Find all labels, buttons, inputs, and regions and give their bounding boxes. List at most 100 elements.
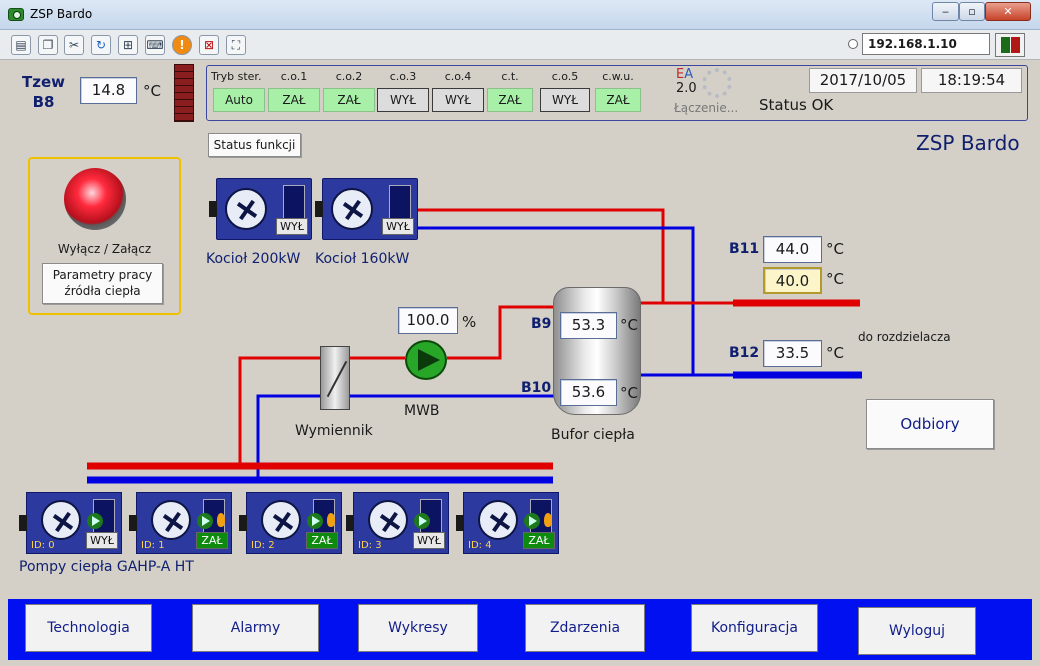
boiler-plug-icon [209, 201, 217, 217]
mwb-to-buffer [447, 305, 556, 360]
mode-value[interactable]: ZAŁ [595, 88, 641, 112]
power-toggle-button[interactable] [64, 168, 126, 230]
b11-label: B11 [729, 241, 760, 257]
date-display: 2017/10/05 [809, 68, 917, 93]
b12-unit: °C [826, 344, 844, 362]
status-text: Status OK [759, 96, 834, 114]
boiler-display [389, 185, 411, 219]
close-button[interactable]: ✕ [985, 2, 1031, 21]
pump-plug-icon [239, 515, 247, 531]
fan-icon [331, 188, 373, 230]
fullscreen-icon[interactable]: ⛶ [226, 35, 246, 55]
mode-value[interactable]: Auto [213, 88, 265, 112]
mode-label: c.t. [501, 70, 519, 83]
network-icon[interactable]: ⊠ [199, 35, 219, 55]
tools-icon[interactable]: ✂ [64, 35, 84, 55]
flame-icon [217, 513, 225, 527]
ip-address-field[interactable]: 192.168.1.10 [862, 33, 990, 55]
mode-label: c.o.2 [335, 70, 363, 83]
mode-label: c.o.4 [444, 70, 472, 83]
heat-pump-unit[interactable]: ID: 3 WYŁ [346, 492, 449, 554]
mode-value[interactable]: ZAŁ [487, 88, 533, 112]
mode-value[interactable]: WYŁ [377, 88, 429, 112]
connection-flag-icon[interactable] [995, 33, 1025, 57]
outdoor-temp-title: Tzew [22, 73, 65, 91]
ea-logo: EA 2.0 [676, 68, 697, 96]
flame-icon [327, 513, 335, 527]
circulation-pump-icon[interactable] [405, 340, 447, 380]
chart-icon[interactable]: ▤ [11, 35, 31, 55]
fan-icon [261, 500, 301, 540]
boiler-200kw[interactable]: WYŁ [209, 178, 312, 240]
pump-state: ZAŁ [306, 532, 338, 549]
pump-plug-icon [456, 515, 464, 531]
nav-button-wyloguj[interactable]: Wyloguj [858, 607, 976, 655]
mode-label: c.o.5 [551, 70, 579, 83]
fan-icon [478, 500, 518, 540]
b9-value: 53.3 [560, 312, 617, 339]
mwb-label: MWB [404, 403, 440, 419]
buffer-label: Bufor ciepła [551, 427, 635, 443]
mode-value[interactable]: ZAŁ [268, 88, 320, 112]
heat-pump-unit[interactable]: ID: 0 WYŁ [19, 492, 122, 554]
mwb-cold-pipe [256, 394, 320, 478]
receivers-button[interactable]: Odbiory [866, 399, 994, 449]
outdoor-sensor-id: B8 [32, 93, 55, 111]
ip-radio[interactable] [848, 39, 858, 49]
maximize-button[interactable]: ▫ [959, 2, 985, 21]
b11-value: 44.0 [763, 236, 822, 263]
outdoor-temp-value: 14.8 [80, 77, 137, 104]
b10-unit: °C [620, 384, 638, 402]
b12-label: B12 [729, 345, 760, 361]
fan-icon [225, 188, 267, 230]
mode-label: c.o.3 [389, 70, 417, 83]
b9-unit: °C [620, 316, 638, 334]
pump-state: WYŁ [413, 532, 445, 549]
distributor-label: do rozdzielacza [858, 330, 951, 344]
windows-logo-icon[interactable]: ⊞ [118, 35, 138, 55]
status-function-button[interactable]: Status funkcji [208, 133, 301, 157]
nav-button-wykresy[interactable]: Wykresy [358, 604, 478, 652]
flame-icon [544, 513, 552, 527]
pump-id: ID: 1 [141, 540, 165, 551]
b11-setpoint[interactable]: 40.0 [763, 267, 822, 294]
nav-button-technologia[interactable]: Technologia [25, 604, 152, 652]
mode-label: c.w.u. [602, 70, 634, 83]
keyboard-icon[interactable]: ⌨ [145, 35, 165, 55]
mode-value[interactable]: ZAŁ [323, 88, 375, 112]
mode-value[interactable]: WYŁ [432, 88, 484, 112]
pump-state: WYŁ [86, 532, 118, 549]
pump-id: ID: 0 [31, 540, 55, 551]
play-icon [87, 513, 103, 529]
b12-value: 33.5 [763, 340, 822, 367]
refresh-icon[interactable]: ↻ [91, 35, 111, 55]
pump-plug-icon [346, 515, 354, 531]
pump-id: ID: 3 [358, 540, 382, 551]
site-title: ZSP Bardo [916, 131, 1020, 155]
boiler-160kw[interactable]: WYŁ [315, 178, 418, 240]
minimize-button[interactable]: ‒ [932, 2, 959, 21]
b10-value: 53.6 [560, 379, 617, 406]
boiler-200kw-label: Kocioł 200kW [206, 251, 301, 267]
play-icon [307, 513, 323, 529]
play-icon [197, 513, 213, 529]
alert-icon[interactable]: ! [172, 35, 192, 55]
onoff-label: Wyłącz / Załącz [57, 242, 152, 256]
windows-icon[interactable]: ❐ [38, 35, 58, 55]
pump-plug-icon [129, 515, 137, 531]
nav-button-konfiguracja[interactable]: Konfiguracja [691, 604, 818, 652]
boiler-display [283, 185, 305, 219]
ea-version: 2.0 [676, 81, 697, 96]
nav-button-alarmy[interactable]: Alarmy [192, 604, 319, 652]
source-params-button[interactable]: Parametry pracy źródła ciepła [42, 263, 163, 304]
source-control-panel [28, 157, 181, 315]
nav-button-zdarzenia[interactable]: Zdarzenia [525, 604, 645, 652]
mwb-percent-value: 100.0 [398, 307, 458, 334]
mode-value[interactable]: WYŁ [540, 88, 590, 112]
fan-icon [41, 500, 81, 540]
mwb-percent-unit: % [462, 313, 477, 331]
heat-exchanger-icon [320, 346, 350, 410]
